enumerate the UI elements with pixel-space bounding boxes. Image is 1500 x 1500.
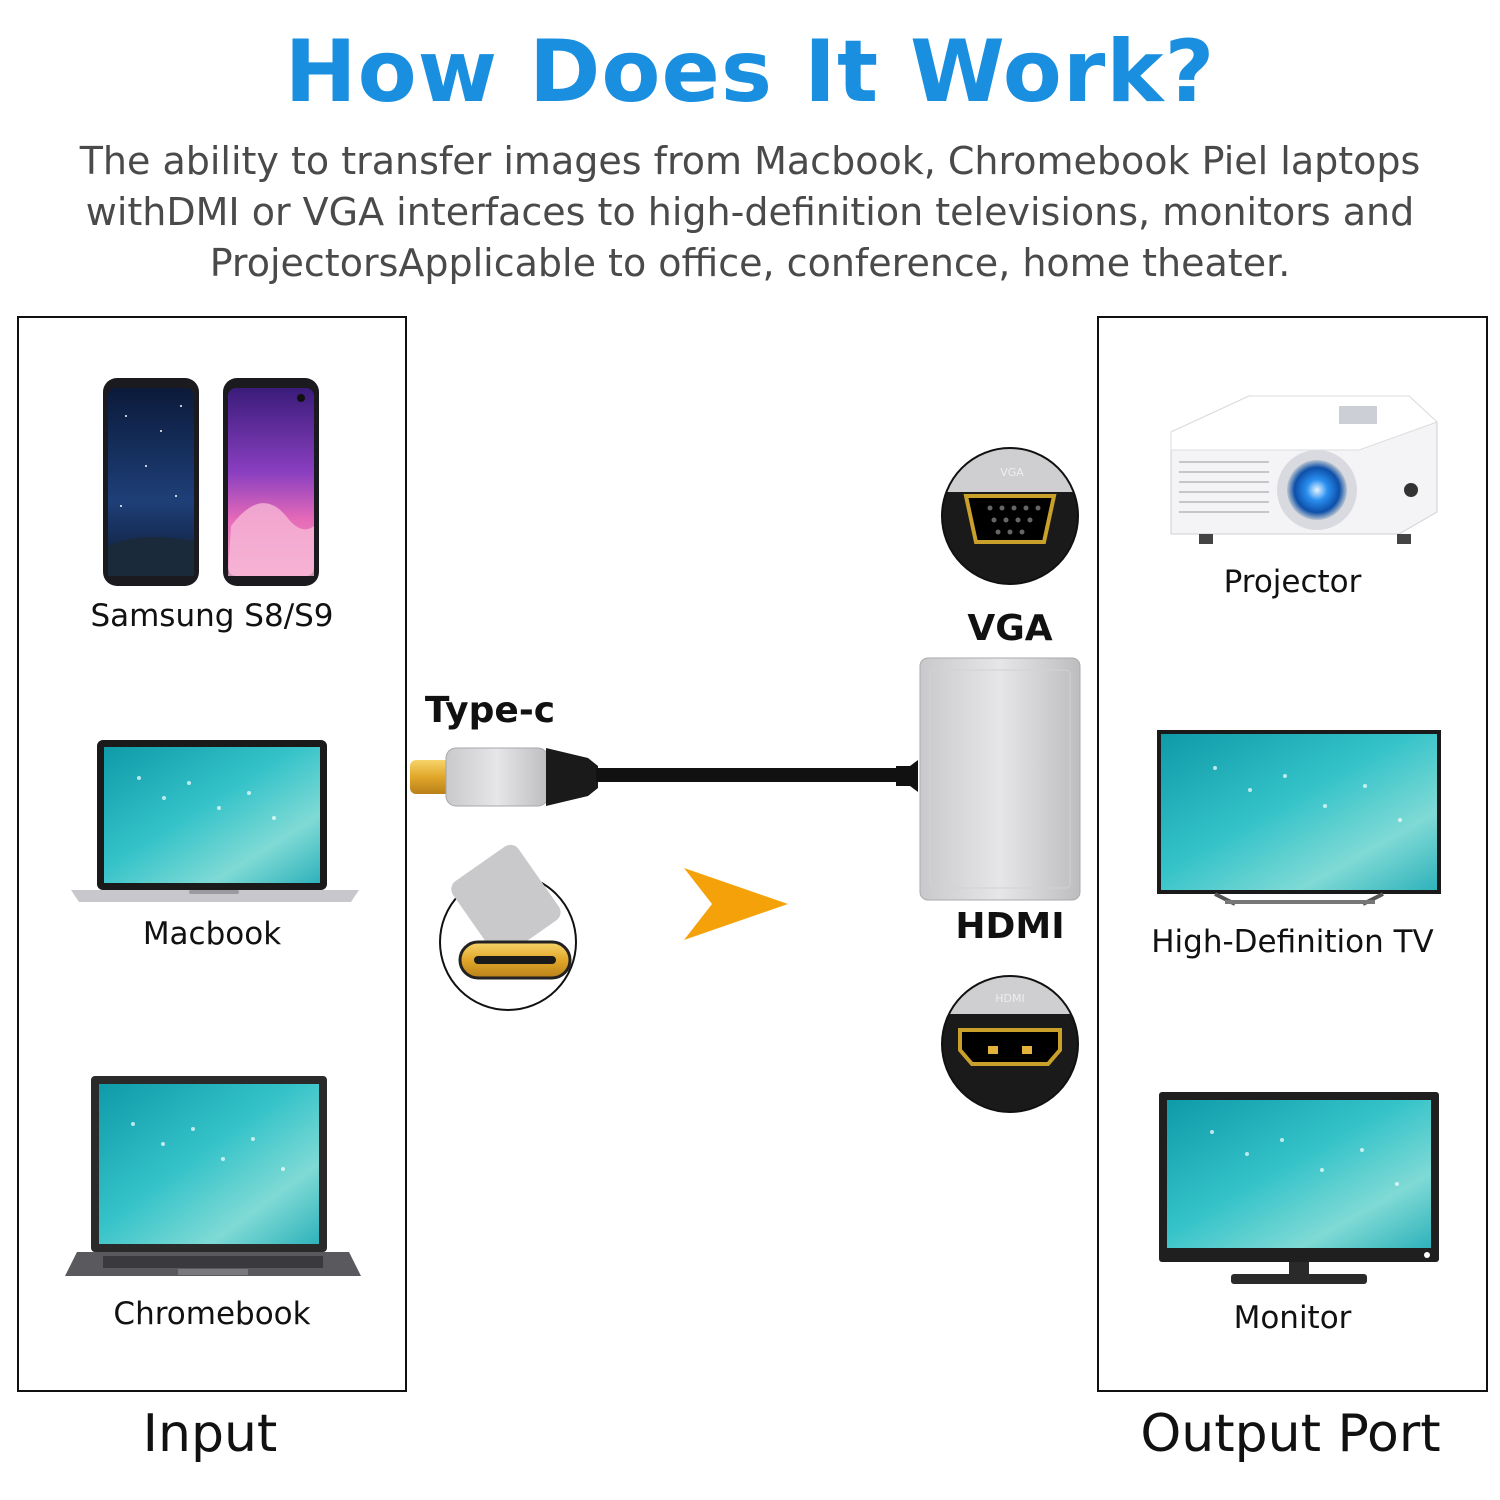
page-title: How Does It Work? (284, 22, 1216, 122)
output-footer-label: Output Port (1140, 1404, 1441, 1464)
laptop-icon (65, 1076, 361, 1276)
device-label-macbook: Macbook (142, 916, 282, 952)
device-label-chromebook: Chromebook (113, 1296, 311, 1332)
device-label-samsung: Samsung S8/S9 (90, 598, 334, 634)
device-label-monitor: Monitor (1233, 1300, 1352, 1336)
type-c-port-icon (439, 844, 577, 1011)
page-subtitle: The ability to transfer images from Macb… (79, 139, 1421, 285)
laptop-icon (71, 740, 359, 902)
hdmi-label: HDMI (955, 906, 1065, 947)
hdmi-port-text: HDMI (995, 992, 1024, 1005)
input-footer-label: Input (142, 1404, 278, 1464)
device-label-hdtv: High-Definition TV (1151, 924, 1434, 960)
type-c-label: Type-c (424, 690, 556, 731)
smartphone-icon (103, 378, 319, 586)
projector-icon (1170, 395, 1438, 544)
vga-port-text: VGA (1000, 466, 1024, 479)
output-panel: Projector High-Definition TV Monitor (1097, 316, 1488, 1392)
device-label-projector: Projector (1223, 564, 1362, 600)
input-panel: Samsung S8/S9 Macbook Chromebook (17, 316, 407, 1392)
vga-port-icon: VGA (941, 447, 1079, 585)
monitor-icon (1159, 1092, 1439, 1284)
direction-arrow-icon (684, 868, 788, 940)
vga-label: VGA (967, 608, 1053, 649)
adapter-body (919, 657, 1081, 901)
tv-icon (1157, 730, 1441, 906)
hdmi-port-icon: HDMI (941, 975, 1079, 1113)
adapter-cable (410, 747, 918, 807)
